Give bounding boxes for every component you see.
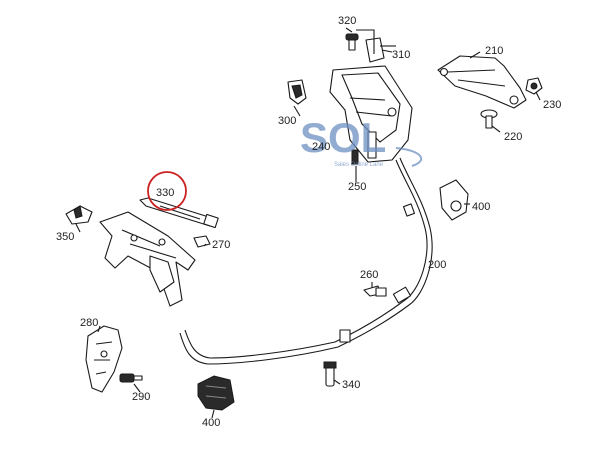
nut-230 bbox=[525, 77, 543, 95]
screw-320 bbox=[345, 29, 375, 54]
callout-340: 340 bbox=[342, 379, 360, 391]
pad-270 bbox=[193, 235, 211, 248]
callout-280: 280 bbox=[80, 317, 98, 329]
watermark-logo: SOL Sales Online Lane bbox=[300, 114, 423, 168]
callout-300: 300 bbox=[278, 115, 296, 127]
callout-210: 210 bbox=[485, 45, 503, 57]
hinge-210 bbox=[437, 55, 527, 109]
gas-strut-330 bbox=[139, 197, 219, 229]
bolt-250 bbox=[351, 149, 359, 165]
callout-320: 320 bbox=[338, 15, 356, 27]
bolt-290 bbox=[119, 373, 143, 383]
grommet-340 bbox=[323, 361, 337, 387]
callout-400-bottom: 400 bbox=[202, 417, 220, 429]
callout-240: 240 bbox=[312, 141, 330, 153]
callout-290: 290 bbox=[132, 391, 150, 403]
callout-250: 250 bbox=[348, 181, 366, 193]
callout-230: 230 bbox=[543, 99, 561, 111]
latch-bracket-240 bbox=[329, 65, 413, 163]
callout-270: 270 bbox=[212, 239, 230, 251]
bolt-220 bbox=[480, 109, 498, 129]
callout-350: 350 bbox=[56, 231, 74, 243]
callout-330: 330 bbox=[156, 187, 174, 199]
latch-400-top bbox=[439, 179, 469, 221]
callout-310: 310 bbox=[392, 49, 410, 61]
highlight-circle-330 bbox=[147, 171, 187, 211]
callout-200: 200 bbox=[428, 259, 446, 271]
release-cable-200 bbox=[179, 157, 433, 365]
leader-lines bbox=[75, 27, 541, 419]
callout-260: 260 bbox=[360, 269, 378, 281]
watermark-text: SOL bbox=[300, 114, 386, 161]
callout-220: 220 bbox=[504, 131, 522, 143]
callout-400-top: 400 bbox=[472, 201, 490, 213]
clip-310 bbox=[365, 37, 396, 63]
clip-300 bbox=[287, 79, 307, 105]
watermark-tagline: Sales Online Lane bbox=[334, 162, 384, 168]
bracket-280 bbox=[85, 325, 123, 393]
bolt-260 bbox=[363, 285, 387, 297]
latch-plate-270 bbox=[99, 211, 196, 307]
clip-350 bbox=[65, 205, 93, 225]
release-handle-400-bottom bbox=[197, 375, 235, 411]
